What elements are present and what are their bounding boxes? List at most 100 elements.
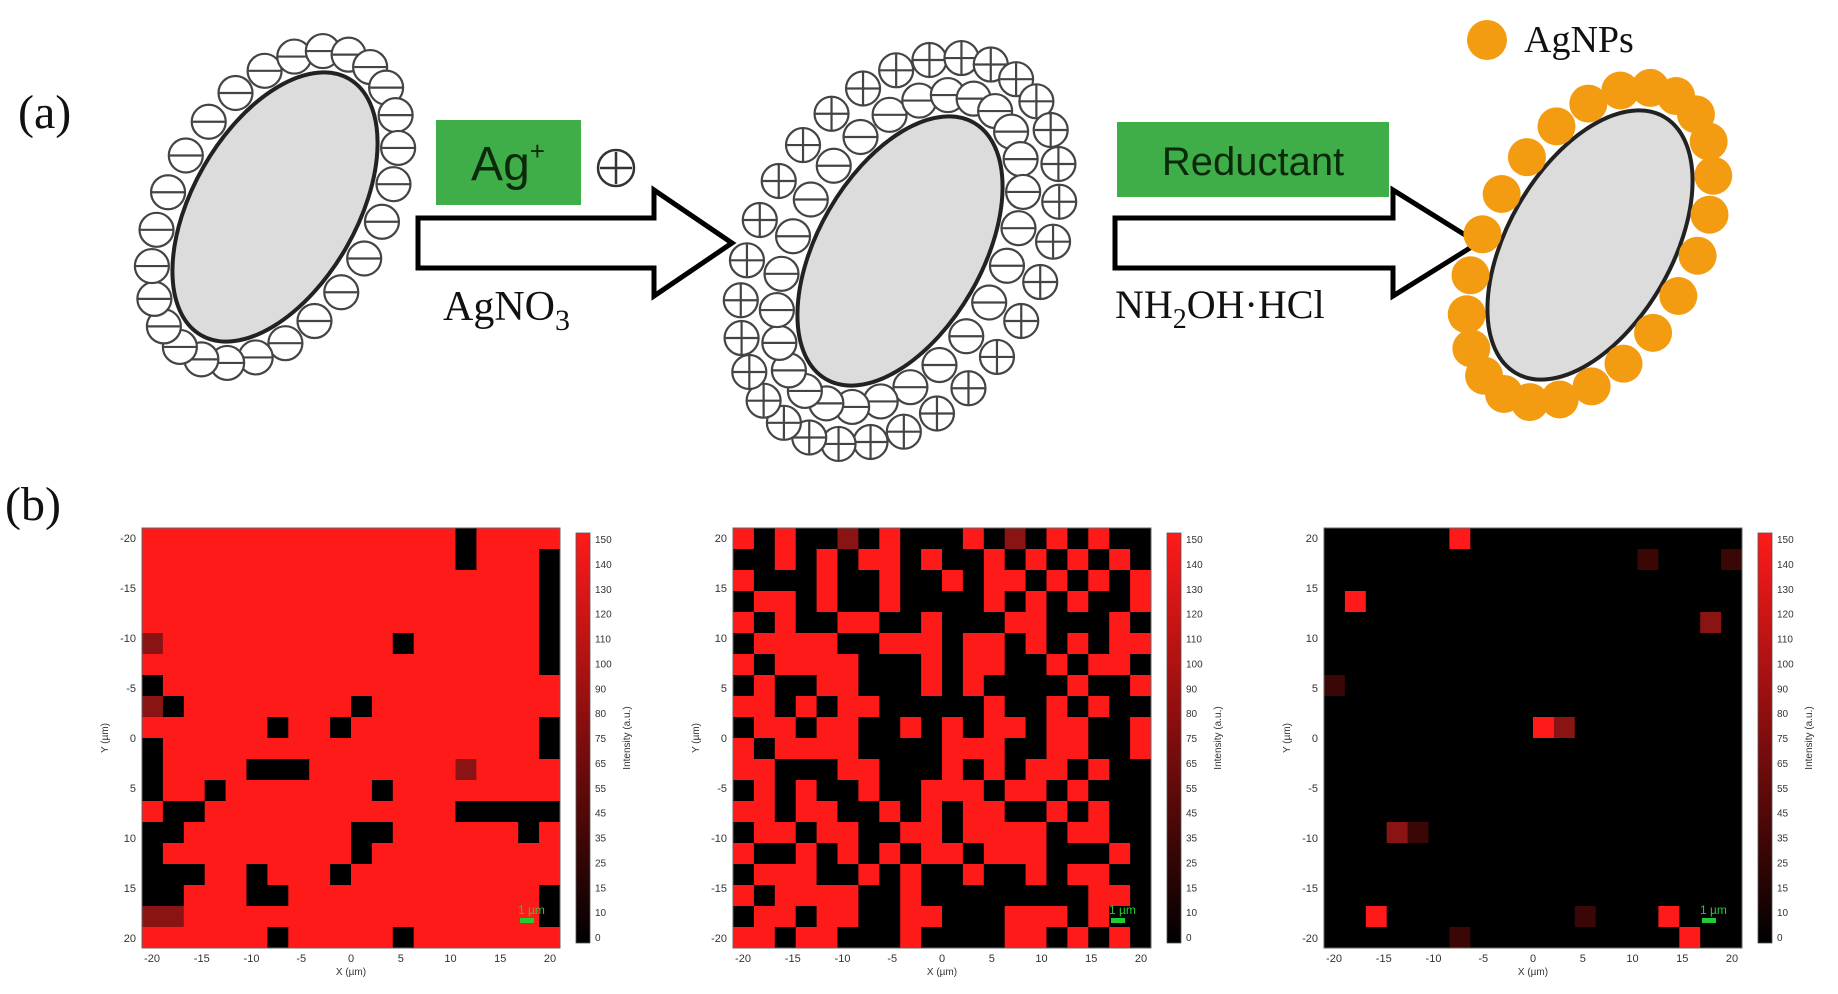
map-pixel — [351, 717, 373, 739]
map-pixel — [858, 780, 880, 802]
map-pixel — [1595, 528, 1617, 550]
map-pixel — [1700, 612, 1722, 634]
map-pixel — [1025, 738, 1047, 760]
map-pixel — [795, 738, 817, 760]
map-pixel — [774, 654, 797, 676]
map-pixel — [497, 549, 519, 571]
map-pixel — [858, 906, 880, 928]
map-pixel — [1324, 633, 1346, 655]
map-pixel — [330, 738, 352, 760]
agnp-particle — [1463, 215, 1502, 254]
map-pixel — [1616, 591, 1638, 613]
map-pixel — [1553, 570, 1576, 592]
map-pixel — [309, 822, 331, 844]
map-pixel — [983, 549, 1006, 571]
map-pixel — [1046, 528, 1068, 550]
map-pixel — [183, 696, 206, 718]
map-pixel — [1616, 738, 1638, 760]
map-pixel — [962, 738, 985, 760]
y-axis-label: Y (µm) — [100, 723, 111, 753]
y-tick-label: 15 — [715, 583, 727, 595]
map-pixel — [1344, 822, 1367, 844]
positive-charge-icon — [813, 95, 850, 132]
map-pixel — [455, 822, 477, 844]
map-pixel — [816, 675, 838, 697]
map-pixel — [1407, 717, 1429, 739]
map-pixel — [983, 759, 1006, 781]
map-pixel — [1004, 801, 1026, 823]
map-pixel — [1365, 591, 1388, 613]
map-pixel — [1553, 738, 1576, 760]
map-pixel — [921, 591, 943, 613]
map-pixel — [1046, 801, 1068, 823]
reagent-nh2oh-hcl: NH2OH·HCl — [1115, 282, 1325, 335]
map-pixel — [204, 570, 226, 592]
map-pixel — [1574, 927, 1597, 949]
map-pixel — [1025, 822, 1047, 844]
map-pixel — [962, 654, 985, 676]
map-pixel — [455, 612, 477, 634]
map-pixel — [1130, 717, 1152, 739]
map-pixel — [962, 843, 985, 865]
map-pixel — [1067, 843, 1089, 865]
agnp-particle — [1601, 71, 1640, 110]
map-pixel — [774, 549, 797, 571]
map-pixel — [1365, 654, 1388, 676]
map-pixel — [1324, 549, 1346, 571]
map-pixel — [1721, 906, 1743, 928]
map-pixel — [288, 549, 310, 571]
map-pixel — [837, 654, 859, 676]
map-pixel — [1004, 864, 1026, 886]
map-pixel — [1512, 549, 1534, 571]
map-pixel — [1470, 780, 1492, 802]
negative-charge-icon — [792, 181, 829, 218]
map-pixel — [795, 675, 817, 697]
map-pixel — [816, 927, 838, 949]
map-pixel — [497, 654, 519, 676]
map-pixel — [1109, 843, 1131, 865]
map-pixel — [413, 612, 435, 634]
map-pixel — [330, 612, 352, 634]
map-pixel — [1616, 885, 1638, 907]
map-pixel — [1658, 717, 1680, 739]
map-pixel — [1088, 885, 1110, 907]
map-pixel — [942, 612, 964, 634]
map-pixel — [1470, 843, 1492, 865]
map-pixel — [267, 570, 289, 592]
map-pixel — [795, 927, 817, 949]
map-pixel — [879, 675, 901, 697]
map-pixel — [1324, 822, 1346, 844]
colorbar-tick-label: 100 — [1186, 659, 1203, 670]
map-pixel — [204, 738, 226, 760]
map-pixel — [1109, 528, 1131, 550]
map-pixel — [288, 906, 310, 928]
map-pixel — [1365, 843, 1388, 865]
map-pixel — [1109, 801, 1131, 823]
map-pixel — [733, 696, 755, 718]
map-pixel — [1700, 549, 1722, 571]
map-pixel — [539, 528, 561, 550]
map-pixel — [1700, 801, 1722, 823]
positive-charge-icon — [885, 413, 922, 450]
map-pixel — [330, 885, 352, 907]
map-pixel — [1407, 696, 1429, 718]
map-pixel — [942, 738, 964, 760]
negative-charge-icon — [901, 82, 938, 119]
map-pixel — [753, 906, 776, 928]
map-pixel — [1365, 801, 1388, 823]
y-tick-label: 5 — [130, 783, 136, 795]
map-pixel — [142, 906, 164, 928]
map-pixel — [900, 843, 922, 865]
negative-charge-icon — [190, 103, 227, 140]
map-pixel — [309, 591, 331, 613]
colorbar-tick-label: 80 — [1777, 709, 1789, 720]
map-pixel — [921, 780, 943, 802]
map-pixel — [183, 717, 206, 739]
map-pixel — [1428, 591, 1450, 613]
colorbar — [1757, 532, 1773, 944]
map-pixel — [1574, 675, 1597, 697]
map-pixel — [1574, 780, 1597, 802]
x-tick-label: -15 — [1376, 953, 1392, 965]
map-pixel — [1324, 843, 1346, 865]
map-pixel — [1512, 528, 1534, 550]
